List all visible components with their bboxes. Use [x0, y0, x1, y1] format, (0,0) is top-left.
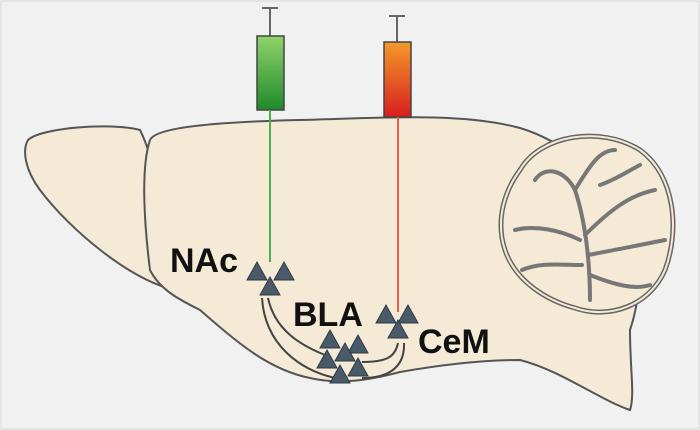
projection-arrows	[261, 297, 406, 379]
bla-neurons	[316, 328, 369, 384]
nac-neurons	[246, 260, 295, 296]
nac-label: NAc	[170, 242, 238, 280]
green-syringe	[256, 7, 285, 111]
neurons	[246, 260, 419, 384]
bla-label: BLA	[293, 296, 363, 334]
cem-neurons	[375, 303, 419, 339]
cerebellum	[498, 133, 676, 315]
cem-label: CeM	[418, 323, 490, 361]
